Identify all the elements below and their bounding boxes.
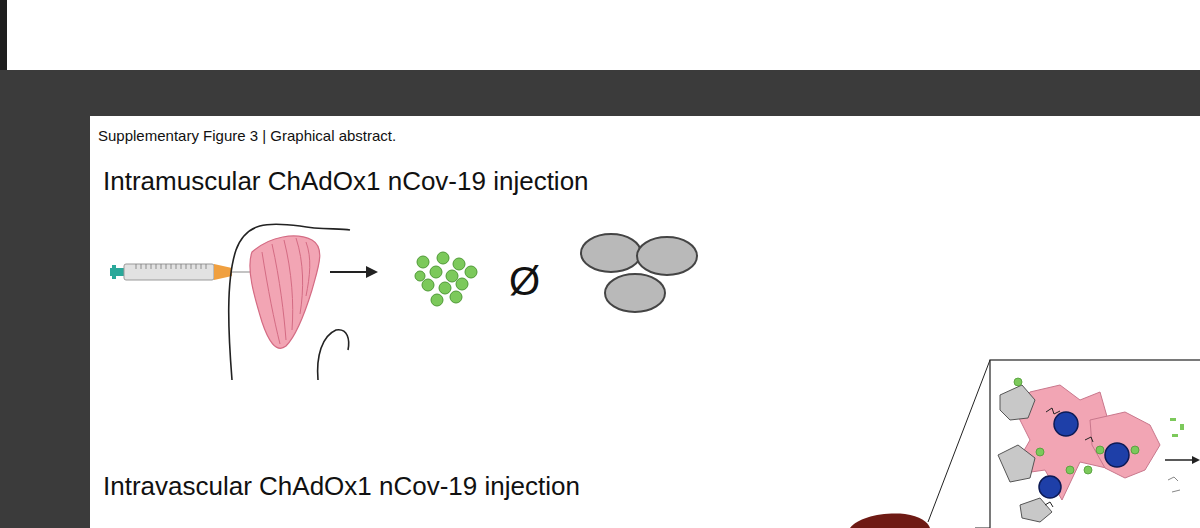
organ bbox=[850, 514, 930, 528]
section-heading: Intramuscular ChAdOx1 nCov-19 injection bbox=[103, 166, 589, 197]
null-symbol: Ø bbox=[509, 259, 540, 304]
window-edge bbox=[0, 0, 7, 70]
shoulder bbox=[229, 224, 350, 380]
arrow bbox=[330, 266, 378, 278]
top-band bbox=[7, 0, 1200, 70]
figure-title: Supplementary Figure 3 | Graphical abstr… bbox=[98, 127, 396, 144]
vaccine-particles bbox=[415, 252, 477, 306]
zoom-lines bbox=[928, 360, 990, 528]
inset bbox=[990, 360, 1200, 528]
platelets bbox=[581, 234, 697, 312]
section-heading: Intravascular ChAdOx1 nCov-19 injection bbox=[103, 471, 580, 502]
